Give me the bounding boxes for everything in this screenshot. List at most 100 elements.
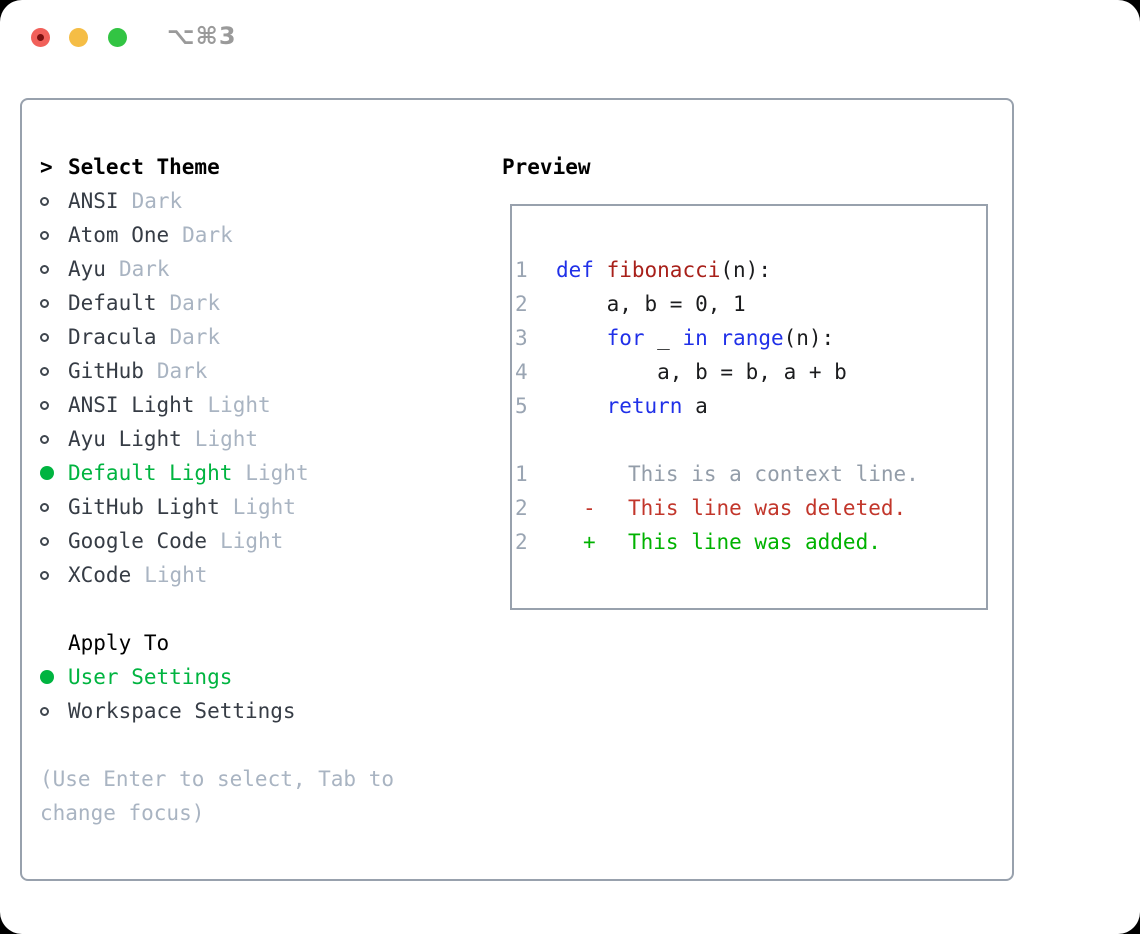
radio-unselected-icon: [40, 230, 68, 240]
theme-variant-tag: Dark: [169, 325, 221, 349]
theme-option-ansi-light[interactable]: ANSI Light Light: [40, 388, 394, 422]
radio-unselected-icon: [40, 536, 68, 546]
window-shortcut-label: ⌥⌘3: [167, 22, 237, 50]
theme-name: XCode: [68, 563, 132, 587]
radio-unselected-icon: [40, 706, 68, 716]
theme-name: Google Code: [68, 529, 208, 553]
theme-option-google-code[interactable]: Google Code Light: [40, 524, 394, 558]
diff-text: This line was added.: [628, 530, 881, 554]
line-number: 2: [515, 496, 528, 520]
code-line: 5 return a: [515, 389, 986, 423]
code-text: a, b = b, a + b: [556, 360, 847, 384]
code-line: 2 a, b = 0, 1: [515, 287, 986, 321]
keyboard-hint-line-1: (Use Enter to select, Tab to: [40, 767, 395, 791]
theme-name: Dracula: [68, 325, 157, 349]
code-line: 3 for _ in range(n):: [515, 321, 986, 355]
theme-option-default-light[interactable]: Default Light Light: [40, 456, 394, 490]
theme-variant-tag: Light: [144, 563, 208, 587]
diff-marker-icon: [556, 462, 628, 486]
section-gap: [40, 592, 394, 626]
radio-selected-icon: [40, 670, 68, 684]
theme-option-dracula[interactable]: Dracula Dark: [40, 320, 394, 354]
close-dot-icon: [37, 34, 44, 41]
apply-option-user-settings[interactable]: User Settings: [40, 660, 394, 694]
theme-name: Ayu Light: [68, 427, 182, 451]
theme-option-ayu[interactable]: Ayu Dark: [40, 252, 394, 286]
radio-unselected-icon: [40, 298, 68, 308]
theme-option-github[interactable]: GitHub Dark: [40, 354, 394, 388]
theme-name: Default Light: [68, 461, 233, 485]
radio-unselected-icon: [40, 264, 68, 274]
preview-title: Preview: [502, 155, 591, 179]
section-gap: [40, 728, 394, 762]
theme-name: ANSI Light: [68, 393, 195, 417]
select-theme-header: >Select Theme: [40, 150, 394, 184]
code-text: for _ in range(n):: [606, 326, 835, 350]
diff-marker-icon: -: [583, 496, 596, 520]
theme-variant-tag: Light: [207, 393, 271, 417]
apply-to-header: Apply To: [40, 626, 394, 660]
radio-unselected-icon: [40, 366, 68, 376]
radio-unselected-icon: [40, 570, 68, 580]
theme-option-atom-one[interactable]: Atom One Dark: [40, 218, 394, 252]
radio-unselected-icon: [40, 196, 68, 206]
line-number: 1: [515, 258, 528, 282]
cursor-caret-icon: >: [40, 155, 53, 179]
apply-option-label: Workspace Settings: [68, 699, 296, 723]
diff-line-context: 1 This is a context line.: [515, 457, 986, 491]
code-text: a, b = 0, 1: [556, 292, 746, 316]
theme-variant-tag: Dark: [182, 223, 233, 247]
theme-variant-tag: Light: [232, 495, 296, 519]
line-number: 5: [515, 394, 528, 418]
line-number: 2: [515, 292, 528, 316]
theme-variant-tag: Dark: [118, 257, 170, 281]
radio-unselected-icon: [40, 434, 68, 444]
theme-name: Atom One: [68, 223, 170, 247]
blank-line: [515, 423, 986, 457]
theme-option-default[interactable]: Default Dark: [40, 286, 394, 320]
radio-selected-icon: [40, 466, 68, 480]
theme-variant-tag: Dark: [156, 359, 208, 383]
code-line: 1 def fibonacci(n):: [515, 253, 986, 287]
theme-variant-tag: Dark: [169, 291, 221, 315]
theme-option-github-light[interactable]: GitHub Light Light: [40, 490, 394, 524]
diff-text: This line was deleted.: [628, 496, 907, 520]
theme-name: ANSI: [68, 189, 119, 213]
maximize-button[interactable]: [108, 28, 127, 47]
theme-name: Ayu: [68, 257, 106, 281]
keyboard-hint-line-2: change focus): [40, 801, 205, 825]
line-number: 1: [515, 462, 528, 486]
theme-name: GitHub Light: [68, 495, 220, 519]
line-number: 4: [515, 360, 528, 384]
theme-name: Default: [68, 291, 157, 315]
theme-variant-tag: Light: [220, 529, 284, 553]
theme-variant-tag: Light: [194, 427, 259, 451]
code-line: 4 a, b = b, a + b: [515, 355, 986, 389]
diff-line-deleted: 2 - This line was deleted.: [515, 491, 986, 525]
minimize-button[interactable]: [69, 28, 88, 47]
theme-variant-tag: Light: [245, 461, 309, 485]
code-text: def fibonacci(n):: [556, 258, 771, 282]
line-number: 2: [515, 530, 528, 554]
code-text: return a: [606, 394, 708, 418]
diff-text: This is a context line.: [628, 462, 919, 486]
radio-unselected-icon: [40, 400, 68, 410]
theme-option-ayu-light[interactable]: Ayu Light Light: [40, 422, 394, 456]
radio-unselected-icon: [40, 332, 68, 342]
close-button[interactable]: [31, 28, 50, 47]
apply-option-workspace-settings[interactable]: Workspace Settings: [40, 694, 394, 728]
theme-option-xcode[interactable]: XCode Light: [40, 558, 394, 592]
apply-option-label: User Settings: [68, 665, 233, 689]
theme-name: GitHub: [68, 359, 144, 383]
line-number: 3: [515, 326, 528, 350]
diff-marker-icon: +: [583, 530, 596, 554]
diff-line-added: 2 + This line was added.: [515, 525, 986, 559]
